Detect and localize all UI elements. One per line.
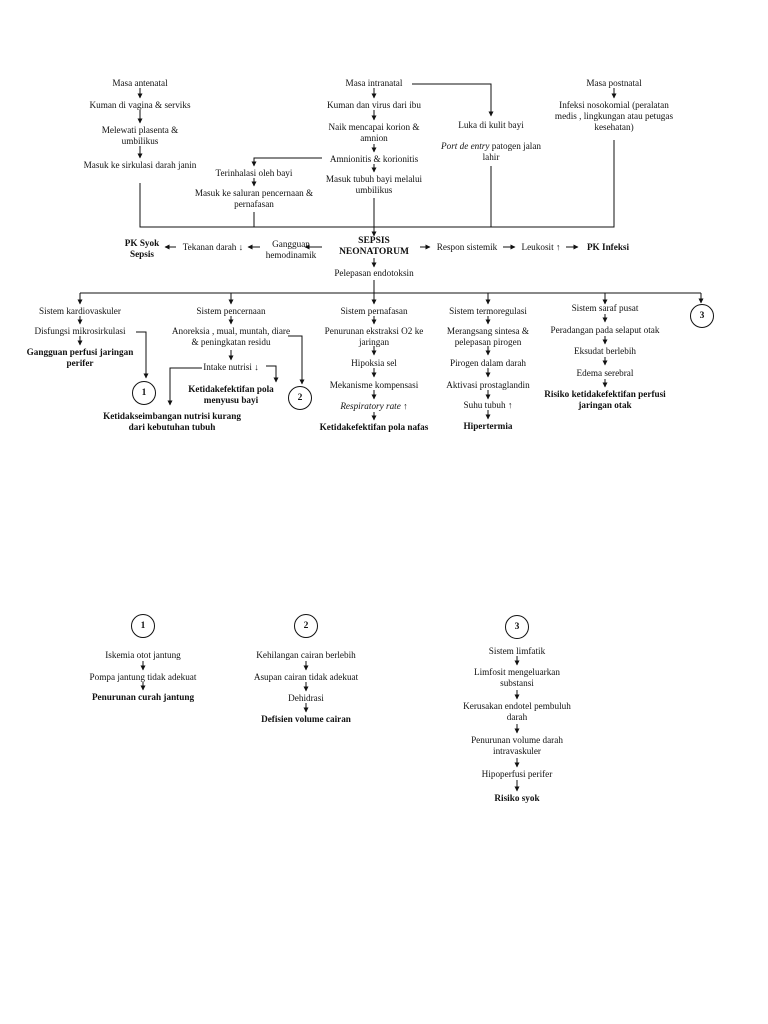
node-lymphatic: Sistem limfatik <box>488 646 546 656</box>
node-umbilical: Masuk tubuh bayi melalui umbilikus <box>325 174 423 195</box>
node-thermo-blood: Pirogen dalam darah <box>449 358 527 368</box>
node-ischemia: Iskemia otot jantung <box>105 650 181 660</box>
node-digest: Sistem pencernaan <box>196 306 266 316</box>
sepsis-line1: SEPSIS <box>358 236 390 246</box>
node-resp: Sistem pernafasan <box>340 306 408 316</box>
node-pk-infeksi: PK Infeksi <box>586 242 630 252</box>
node-cardio: Sistem kardiovaskuler <box>39 306 121 316</box>
node-resp-hypoxia: Hipoksia sel <box>351 358 397 368</box>
port-entry-italic: Port de entry <box>440 141 490 151</box>
node-lymphocyte: Limfosit mengeluarkan substansi <box>474 667 560 688</box>
node-cardio-micro: Disfungsi mikrosirkulasi <box>34 326 126 336</box>
port-entry-rest: patogen jalan lahir <box>482 141 542 162</box>
bottom-circle-1: 1 <box>131 614 155 638</box>
node-thermo-temp: Suhu tubuh ↑ <box>463 400 513 410</box>
node-inhaled-tract: Masuk ke saluran pencernaan & pernafasan <box>194 188 314 209</box>
node-fluid-loss: Kehilangan cairan berlebih <box>256 650 356 660</box>
node-thermo: Sistem termoregulasi <box>449 306 527 316</box>
node-c1-dx: Penurunan curah jantung <box>91 692 195 702</box>
node-endotoxin: Pelepasan endotoksin <box>334 268 414 278</box>
node-amnionitis: Amnionitis & korionitis <box>329 154 419 164</box>
node-leukocyte: Leukosit ↑ <box>521 242 561 252</box>
node-inhaled: Terinhalasi oleh bayi <box>215 168 293 178</box>
node-dehydration: Dehidrasi <box>288 693 324 703</box>
node-c3-dx: Risiko syok <box>494 793 540 803</box>
node-skin-wound: Luka di kulit bayi <box>458 120 524 130</box>
node-neuro-inflammation: Peradangan pada selaput otak <box>550 325 660 335</box>
node-antenatal: Masa antenatal <box>112 78 168 88</box>
node-endothelial: Kerusakan endotel pembuluh darah <box>463 701 571 722</box>
node-hypoperfusion: Hipoperfusi perifer <box>481 769 553 779</box>
node-thermo-pyrogen: Merangsang sintesa & pelepasan pirogen <box>446 326 530 347</box>
node-intranatal: Masa intranatal <box>345 78 403 88</box>
node-digest-dx1: Ketidakefektifan pola menyusu bayi <box>188 384 274 405</box>
sepsis-line2: NEONATORUM <box>339 247 409 257</box>
node-resp-dx: Ketidakefektifan pola nafas <box>319 422 429 432</box>
node-resp-compensation: Mekanisme kompensasi <box>329 380 419 390</box>
node-digest-intake: Intake nutrisi ↓ <box>203 362 259 372</box>
node-thermo-prostaglandin: Aktivasi prostaglandin <box>446 380 530 390</box>
node-intranatal-germs: Kuman dan virus dari ibu <box>327 100 421 110</box>
node-blood-pressure: Tekanan darah ↓ <box>182 242 244 252</box>
node-hemodynamic: Gangguan hemodinamik <box>265 239 317 260</box>
node-antenatal-placenta: Melewati plasenta & umbilikus <box>101 125 179 146</box>
connector-circle-3: 3 <box>690 304 714 328</box>
node-neuro: Sistem saraf pusat <box>571 303 639 313</box>
node-intranatal-chorion: Naik mencapai korion & amnion <box>328 122 420 143</box>
node-antenatal-circulation: Masuk ke sirkulasi darah janin <box>83 160 197 170</box>
node-blood-volume: Penurunan volume darah intravaskuler <box>471 735 563 756</box>
node-thermo-dx: Hipertermia <box>463 421 513 431</box>
node-c2-dx: Defisien volume cairan <box>261 714 351 724</box>
node-postnatal: Masa postnatal <box>586 78 642 88</box>
node-resp-rate: Respiratory rate ↑ <box>340 401 408 411</box>
node-neuro-exudate: Eksudat berlebih <box>574 346 636 356</box>
node-neuro-dx: Risiko ketidakefektifan perfusi jaringan… <box>544 389 666 410</box>
node-antenatal-germs: Kuman di vagina & serviks <box>89 100 191 110</box>
connector-circle-2: 2 <box>288 386 312 410</box>
node-cardio-dx: Gangguan perfusi jaringan perifer <box>26 347 134 368</box>
node-resp-o2: Penurunan ekstraksi O2 ke jaringan <box>324 326 424 347</box>
node-heart-pump: Pompa jantung tidak adekuat <box>89 672 197 682</box>
node-digest-dx2: Ketidakseimbangan nutrisi kurang dari ke… <box>103 411 241 432</box>
bottom-circle-2: 2 <box>294 614 318 638</box>
connector-circle-1: 1 <box>132 381 156 405</box>
node-neuro-edema: Edema serebral <box>576 368 634 378</box>
node-fluid-intake: Asupan cairan tidak adekuat <box>253 672 359 682</box>
node-systemic: Respon sistemik <box>436 242 498 252</box>
bottom-circle-3: 3 <box>505 615 529 639</box>
node-port-entry: Port de entry patogen jalan lahir <box>436 141 546 163</box>
node-pk-syok: PK Syok Sepsis <box>124 238 160 259</box>
node-nosocomial: Infeksi nosokomial (peralatan medis , li… <box>554 100 674 132</box>
node-digest-symptoms: Anoreksia , mual, muntah, diare & pening… <box>171 326 291 347</box>
